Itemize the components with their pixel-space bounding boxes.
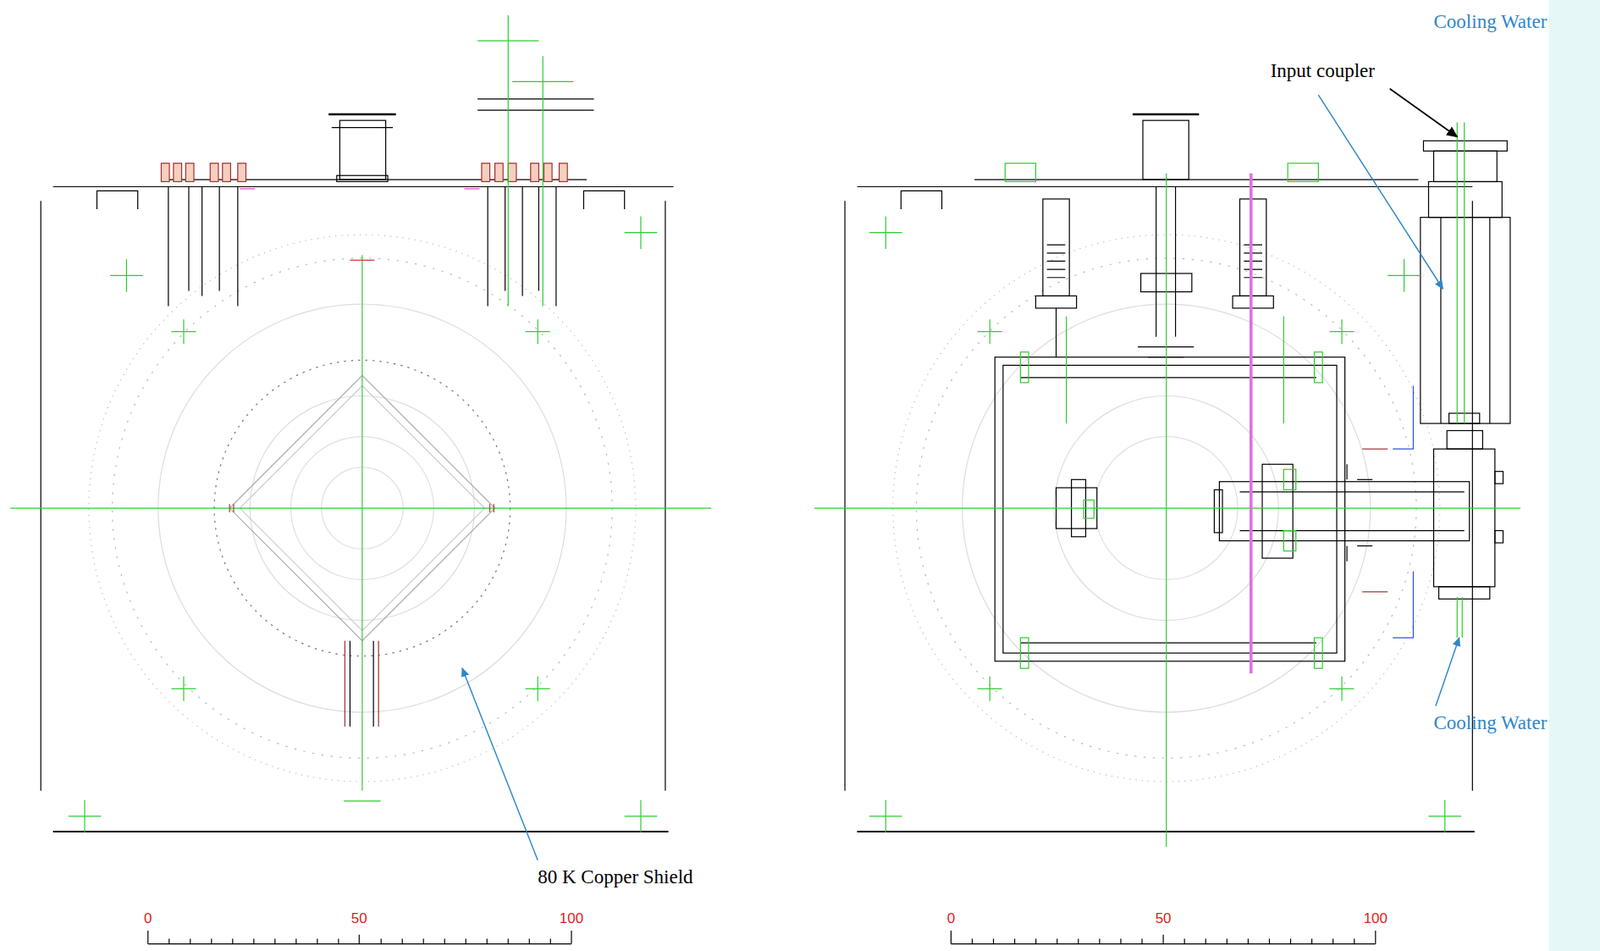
callout-label: Cooling Water [1434, 11, 1548, 33]
scale-number: 50 [351, 910, 368, 927]
scale-number: 100 [1363, 910, 1388, 927]
scale-number: 0 [947, 910, 955, 927]
scale-number: 100 [559, 910, 584, 927]
callout-label: Input coupler [1270, 60, 1375, 82]
callout-label: 80 K Copper Shield [537, 866, 693, 888]
scale-number: 0 [143, 910, 152, 927]
scale-number: 50 [1155, 910, 1172, 927]
callout-label: Cooling Water [1434, 711, 1548, 734]
